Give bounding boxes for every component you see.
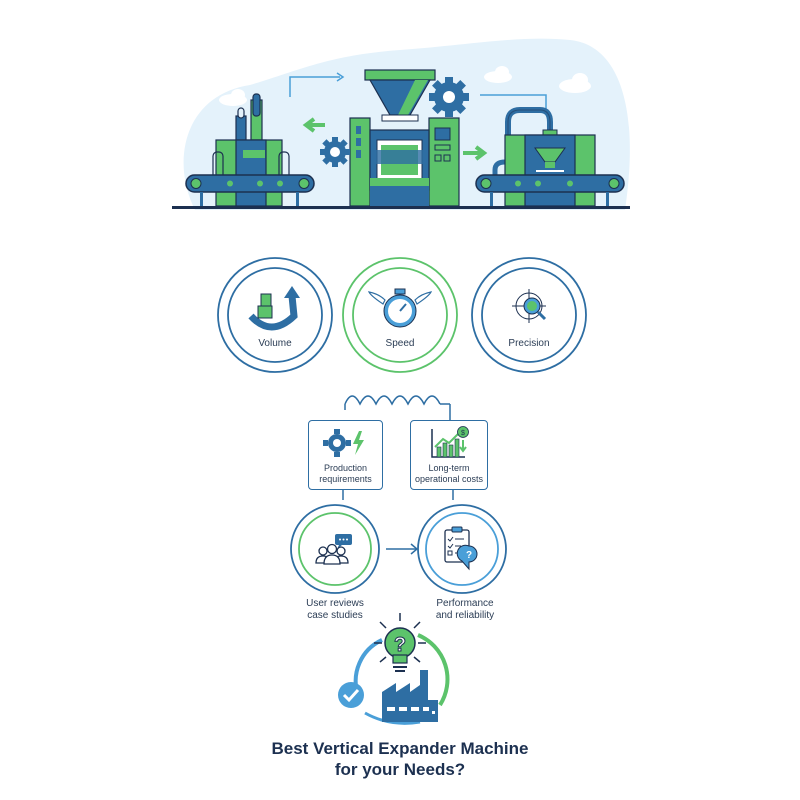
factor-label: Volume — [258, 338, 292, 349]
svg-text:?: ? — [466, 550, 472, 561]
checklist-question-icon: ? — [444, 526, 478, 571]
factor-volume: Volume — [216, 256, 334, 374]
circle-user-reviews — [289, 503, 381, 595]
svg-text:?: ? — [394, 634, 406, 656]
factor-label: Speed — [385, 338, 415, 349]
precision-ring — [471, 257, 587, 373]
target-magnifier-icon — [512, 289, 547, 323]
cloud-icon — [219, 38, 591, 106]
lightbulb-question-icon: ? — [374, 613, 426, 672]
factor-precision: Precision — [470, 256, 588, 374]
page-title-line1: Best Vertical Expander Machine — [271, 739, 529, 758]
arrow-right-icon — [386, 543, 419, 555]
volume-ring — [217, 257, 333, 373]
cost-chart-icon: $ — [431, 426, 469, 458]
decision-illustration: ? — [338, 613, 450, 725]
conveyor-belt-icon — [475, 174, 625, 206]
arrow-left-icon — [302, 117, 325, 133]
speed-ring — [342, 257, 458, 373]
feeder-press-machine — [212, 93, 290, 207]
factor-speed: Speed — [341, 256, 459, 374]
arrow-right-icon — [463, 145, 488, 161]
conveyor-belt-icon — [185, 174, 315, 206]
winged-stopwatch-icon — [367, 288, 433, 328]
page-title-line2: for your Needs? — [334, 760, 466, 779]
factor-label: Precision — [508, 338, 550, 349]
output-press-machine — [492, 107, 596, 207]
circle-performance: ? — [416, 503, 508, 595]
gear-lightning-icon — [323, 429, 364, 457]
production-line-illustration — [172, 38, 630, 211]
checkmark-badge-icon — [338, 682, 364, 708]
stacked-boxes-growth-icon — [248, 286, 300, 331]
connector-lines — [342, 395, 454, 500]
vertical-expander-machine — [349, 69, 460, 207]
svg-text:$: $ — [461, 430, 465, 437]
gear-icon — [320, 137, 350, 167]
factory-icon — [382, 670, 438, 722]
performance-ring: ? — [417, 504, 507, 594]
user-reviews-ring — [290, 504, 380, 594]
user-group-chat-icon — [315, 534, 352, 565]
gear-icon — [429, 77, 469, 117]
